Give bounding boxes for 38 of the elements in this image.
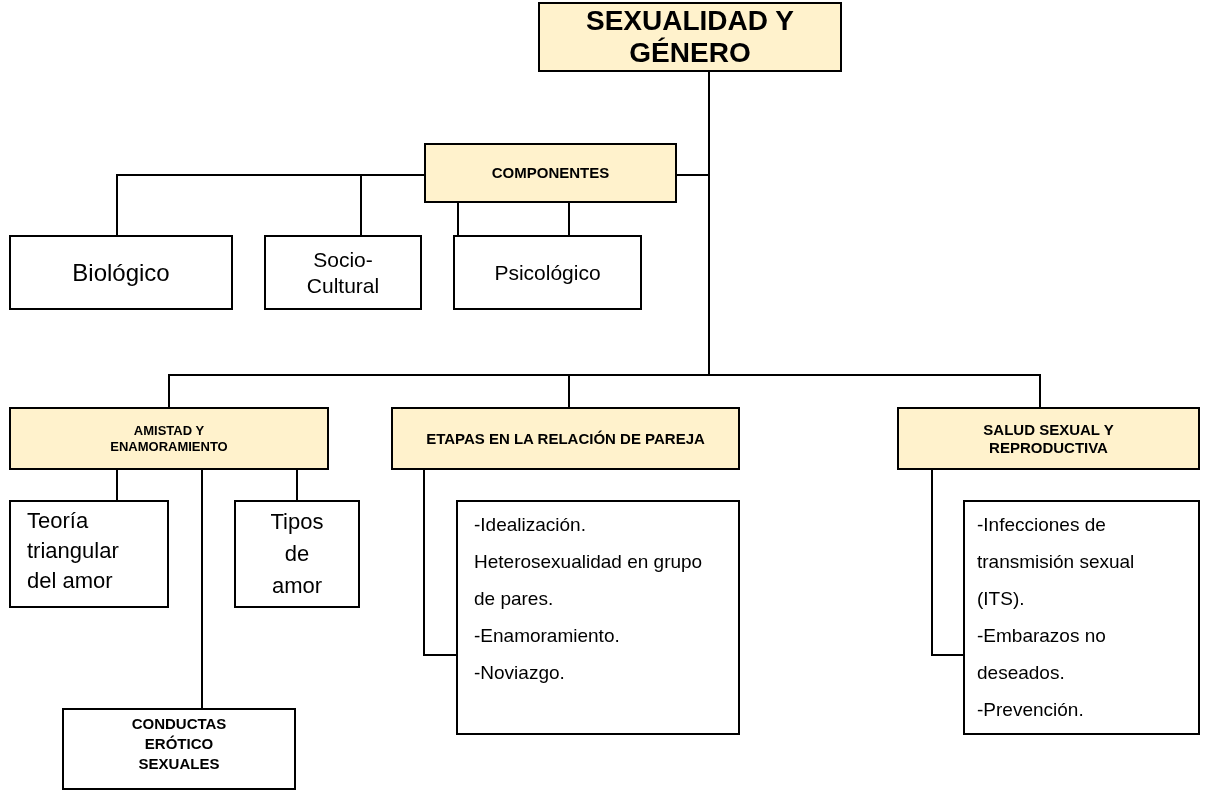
node-text: COMPONENTES	[491, 162, 610, 183]
node-text: Tipos de amor	[269, 508, 325, 600]
node-text: -Infecciones de transmisión sexual (ITS).	[977, 513, 1136, 611]
topic-box	[391, 407, 740, 470]
connector-line	[116, 469, 118, 501]
connector-line	[423, 469, 457, 656]
connector-line	[360, 174, 425, 236]
component-box	[9, 235, 233, 310]
category-box	[424, 143, 677, 203]
node-text: -Idealización. Heterosexualidad en grupo de pares.	[474, 513, 704, 611]
topic-box	[9, 407, 329, 470]
subtopic-box	[9, 500, 169, 608]
node-text: -Prevención.	[977, 698, 1085, 722]
node-text: AMISTAD Y ENAMORAMIENTO	[109, 422, 229, 455]
topic-box	[897, 407, 1200, 470]
component-box	[264, 235, 422, 310]
connector-line	[201, 469, 203, 709]
component-box	[453, 235, 642, 310]
node-text: -Embarazos no deseados.	[977, 624, 1107, 685]
node-text: CONDUCTAS ERÓTICO SEXUALES	[130, 714, 228, 774]
connector-line	[931, 469, 964, 656]
node-text: Psicológico	[494, 259, 601, 286]
node-text: ETAPAS EN LA RELACIÓN DE PAREJA	[426, 429, 705, 448]
node-text: Teoría triangular del amor	[27, 507, 120, 595]
connector-line	[568, 202, 570, 236]
node-text: SALUD SEXUAL Y REPRODUCTIVA	[982, 420, 1115, 457]
list-box	[963, 500, 1200, 735]
subtopic-box	[234, 500, 360, 608]
node-text: Socio-Cultural	[305, 246, 381, 299]
title-box	[538, 2, 842, 72]
subtopic-box	[62, 708, 296, 790]
list-box	[456, 500, 740, 735]
connector-line	[457, 202, 459, 236]
node-text: -Noviazgo.	[474, 661, 566, 685]
node-text: Biológico	[72, 257, 170, 288]
connector-line	[296, 469, 298, 501]
node-text: SEXUALIDAD Y GÉNERO	[585, 5, 795, 69]
node-text: -Enamoramiento.	[474, 624, 621, 648]
